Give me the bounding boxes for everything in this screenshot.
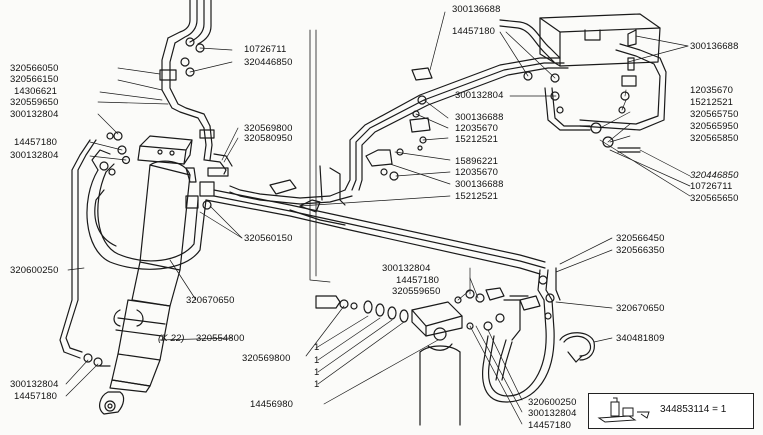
label-320565750: 320565750 bbox=[690, 109, 739, 120]
label-320446850-b: 320446850 bbox=[690, 170, 738, 181]
label-14457180-top-left: 14457180 bbox=[452, 26, 496, 37]
label-320565850: 320565850 bbox=[690, 133, 739, 144]
label-qty-1-d: 1 bbox=[314, 379, 320, 390]
label-300132804-a: 300132804 bbox=[10, 109, 59, 120]
label-12035670-a: 12035670 bbox=[455, 123, 499, 134]
label-320559650-a: 320559650 bbox=[10, 97, 59, 108]
label-320580950: 320580950 bbox=[244, 133, 293, 144]
label-320446850-a: 320446850 bbox=[244, 57, 293, 68]
label-320446850-b-text: 320446850 bbox=[690, 170, 739, 181]
label-320600250-a: 320600250 bbox=[10, 265, 59, 276]
label-14457180-f: 14457180 bbox=[528, 420, 572, 431]
label-320565950: 320565950 bbox=[690, 121, 739, 132]
kit-inset-box bbox=[588, 393, 754, 429]
label-320670650-b: 320670650 bbox=[616, 303, 665, 314]
leader-lines bbox=[65, 11, 691, 425]
kit-quantity-label: 344853114 = 1 bbox=[660, 404, 727, 415]
cylinder-fittings bbox=[99, 131, 233, 210]
label-12035670-right: 12035670 bbox=[690, 85, 734, 96]
label-320600250-b: 320600250 bbox=[528, 397, 577, 408]
label-k22: (K 22) bbox=[158, 333, 184, 344]
right-lower-hoses bbox=[482, 267, 561, 403]
label-320566350: 320566350 bbox=[616, 245, 665, 256]
guide-lines bbox=[309, 29, 331, 283]
label-14306621: 14306621 bbox=[14, 86, 58, 97]
center-clips bbox=[269, 67, 433, 213]
label-320566150: 320566150 bbox=[10, 74, 59, 85]
label-12035670-b: 12035670 bbox=[455, 167, 499, 178]
label-14457180-a: 14457180 bbox=[14, 137, 58, 148]
label-320560150: 320560150 bbox=[244, 233, 293, 244]
label-300136688-top-right: 300136688 bbox=[690, 41, 739, 52]
lower-fittings bbox=[315, 287, 541, 426]
label-14456980: 14456980 bbox=[250, 399, 294, 410]
label-320670650-a: 320670650 bbox=[186, 295, 235, 306]
main-tube-bundle bbox=[205, 57, 569, 275]
label-10726711-a: 10726711 bbox=[244, 44, 287, 55]
label-k22-text: (K 22) bbox=[158, 333, 185, 344]
label-300132804-d: 300132804 bbox=[382, 263, 431, 274]
label-300136688-b: 300136688 bbox=[455, 179, 504, 190]
label-15896221: 15896221 bbox=[455, 156, 499, 167]
left-loop-hoses bbox=[59, 139, 207, 367]
label-14457180-e: 14457180 bbox=[14, 391, 58, 402]
kit-icon bbox=[597, 397, 650, 423]
label-320566450: 320566450 bbox=[616, 233, 665, 244]
label-320565650: 320565650 bbox=[690, 193, 739, 204]
label-320566050: 320566050 bbox=[10, 63, 59, 74]
label-qty-1-a: 1 bbox=[314, 342, 320, 353]
label-320559650-b: 320559650 bbox=[392, 286, 441, 297]
label-qty-1-c: 1 bbox=[314, 367, 320, 378]
label-15212521-right: 15212521 bbox=[690, 97, 734, 108]
label-10726711-b: 10726711 bbox=[690, 181, 733, 192]
label-15212521-b: 15212521 bbox=[455, 191, 499, 202]
label-320569800-a: 320569800 bbox=[244, 123, 293, 134]
hose-clamp bbox=[559, 332, 595, 363]
label-300136688-mid: 300136688 bbox=[455, 112, 504, 123]
label-300132804-f: 300132804 bbox=[528, 408, 577, 419]
label-qty-1-b: 1 bbox=[314, 355, 320, 366]
label-300132804-e: 300132804 bbox=[10, 379, 59, 390]
label-320569800-b: 320569800 bbox=[242, 353, 291, 364]
label-340481809: 340481809 bbox=[616, 333, 665, 344]
label-14457180-d: 14457180 bbox=[396, 275, 440, 286]
label-300132804-c: 300132804 bbox=[455, 90, 504, 101]
label-15212521-a: 15212521 bbox=[455, 134, 499, 145]
left-feed-tubes bbox=[159, 0, 215, 161]
hydraulic-cylinder bbox=[99, 135, 193, 415]
label-300136688-top: 300136688 bbox=[452, 4, 501, 15]
tank-and-right-tubes bbox=[499, 13, 667, 153]
label-320554800: 320554800 bbox=[196, 333, 245, 344]
label-300132804-b: 300132804 bbox=[10, 150, 59, 161]
